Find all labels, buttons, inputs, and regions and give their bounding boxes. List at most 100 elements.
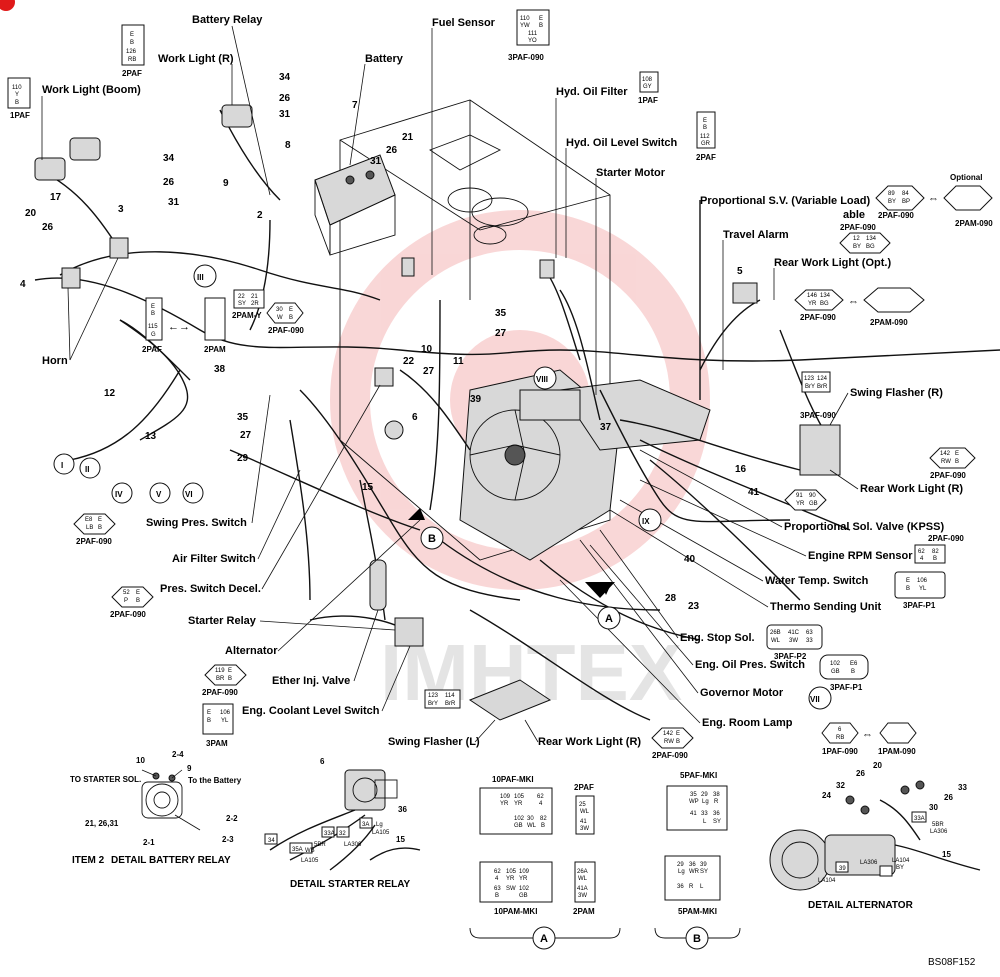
svg-text:123: 123 [428, 693, 439, 699]
swing-pres-switch-label: Swing Pres. Switch [146, 517, 247, 529]
alt-part-15: 15 [942, 850, 951, 859]
svg-text:142: 142 [663, 731, 674, 737]
relay-to-starter: TO STARTER SOL. [70, 775, 141, 784]
part-41: 41 [748, 487, 760, 498]
travel-alarm-body [732, 282, 758, 304]
svg-text:WL: WL [580, 809, 590, 815]
svg-text:102: 102 [519, 886, 530, 892]
alt-part-30: 30 [929, 803, 938, 812]
svg-text:YL: YL [919, 586, 927, 592]
connector-eng-stop-code: 3PAF-P2 [774, 652, 807, 661]
connector-engine-rpm: 62 4 82 B [914, 544, 946, 564]
svg-text:E: E [955, 451, 959, 457]
starter-part-5br: 5BR [314, 842, 326, 848]
roman-viii: VIII [536, 375, 548, 384]
arrow-a [585, 582, 615, 598]
svg-text:3W: 3W [578, 893, 587, 899]
detail-alternator: 20 24 32 26 30 26 33 33A 5BR LA306 15 LA… [769, 761, 981, 911]
relay-part-2-1: 2-1 [143, 838, 155, 847]
connector-travel-alarm-code: 2PAF-090 [840, 223, 876, 232]
svg-text:110: 110 [520, 16, 530, 22]
svg-text:E: E [136, 590, 140, 596]
part-21: 21 [402, 132, 414, 143]
pres-switch-body [374, 367, 394, 387]
starter-part-32: 32 [339, 831, 346, 837]
relay-part-2-2: 2-2 [226, 814, 238, 823]
svg-text:35: 35 [690, 792, 697, 798]
svg-text:E: E [98, 517, 102, 523]
svg-text:119: 119 [215, 668, 225, 674]
item-6-sensor [384, 420, 404, 440]
svg-text:B: B [207, 718, 211, 724]
part-26-d: 26 [42, 222, 54, 233]
alt-part-la104-b: LA104 [818, 878, 836, 884]
relay-part-2-3: 2-3 [222, 835, 234, 844]
roman-v: V [156, 490, 162, 499]
svg-text:134: 134 [866, 236, 877, 242]
alt-part-33: 33 [958, 783, 967, 792]
part-31-a: 31 [279, 109, 291, 120]
starter-part-3a: 3A [362, 822, 369, 828]
starter-part-34: 34 [268, 838, 275, 844]
connector-hyd-oil-filter: 108 GY 1PAF [638, 71, 659, 105]
relay-item-label: ITEM 2 [72, 855, 105, 866]
battery [314, 154, 396, 256]
part-8: 8 [285, 140, 291, 151]
connector-oil-pres-code: 3PAF-P1 [830, 683, 863, 692]
connector-horn: E B 115 G 2PAF ←→ 2PAM [142, 297, 226, 354]
connector-relay: 22 SY 21 2R 2PAM-Y 30 W E B 2PAF-090 [232, 289, 304, 335]
part-27-b: 27 [423, 366, 435, 377]
connector-rear-work-r-upper: 142 RW E B 2PAF-090 [929, 447, 976, 480]
connector-eng-stop: 26B WL 41C 3W 63 33 3PAF-P2 [766, 624, 823, 661]
alternator-label: Alternator [225, 645, 278, 657]
eng-oil-pres-switch-label: Eng. Oil Pres. Switch [695, 659, 805, 671]
svg-text:SY: SY [238, 301, 246, 307]
part-6: 6 [412, 412, 418, 423]
connector-kpss-code: 2PAF-090 [928, 534, 964, 543]
part-9: 9 [223, 178, 229, 189]
svg-text:WL: WL [527, 823, 537, 829]
connector-eng-room-lamp-code: 1PAF-090 [822, 747, 858, 756]
svg-text:BY: BY [888, 199, 896, 205]
part-13: 13 [145, 431, 157, 442]
svg-text:E: E [228, 668, 232, 674]
group-a-2paf-code: 2PAF [574, 783, 594, 792]
svg-text:RB: RB [128, 57, 136, 63]
alt-part-20: 20 [873, 761, 882, 770]
connector-water-temp-code: 3PAF-P1 [903, 601, 936, 610]
eng-stop-sol-label: Eng. Stop Sol. [680, 632, 755, 644]
connector-horn-pam-code: 2PAM [204, 345, 226, 354]
rear-work-light-r-lower-label: Rear Work Light (R) [538, 736, 641, 748]
svg-text:B: B [906, 586, 910, 592]
svg-text:GB: GB [831, 669, 840, 675]
connector-prop-sv-opt-code: 2PAM-090 [955, 219, 993, 228]
alt-part-24: 24 [822, 791, 831, 800]
starter-part-36: 36 [398, 805, 407, 814]
connector-rear-work-opt: 146 YR 134 BG 2PAF-090 ⇔ 2PAM-090 [794, 287, 925, 327]
svg-text:112: 112 [700, 134, 710, 140]
svg-text:90: 90 [809, 493, 816, 499]
svg-text:BG: BG [820, 301, 829, 307]
svg-text:123: 123 [804, 376, 815, 382]
starter-relay-label: Starter Relay [188, 615, 257, 627]
svg-text:84: 84 [902, 191, 909, 197]
svg-text:89: 89 [888, 191, 895, 197]
connector-group-b: 5PAF-MKI 35 WP 29 Lg 38 R 41 33 L 36 SY … [654, 771, 741, 950]
svg-text:YR: YR [506, 876, 515, 882]
relay-part-10: 10 [136, 756, 145, 765]
horn-label: Horn [42, 355, 68, 367]
svg-text:33: 33 [806, 638, 813, 644]
group-a-10pam-code: 10PAM-MKI [494, 907, 537, 916]
connector-travel-alarm: 12 BY 134 BG 2PAF-090 [839, 223, 891, 254]
part-22: 22 [403, 356, 415, 367]
svg-text:BrR: BrR [817, 384, 828, 390]
water-temp-switch-label: Water Temp. Switch [765, 575, 869, 587]
part-26-c: 26 [386, 145, 398, 156]
hyd-oil-filter-label: Hyd. Oil Filter [556, 86, 628, 98]
rear-work-light-opt-label: Rear Work Light (Opt.) [774, 257, 891, 269]
corner-marker [0, 0, 15, 11]
prop-sol-kpss-label: Proportional Sol. Valve (KPSS) [784, 521, 944, 533]
part-31-b: 31 [168, 197, 180, 208]
optional-label: Optional [950, 173, 982, 182]
svg-text:E8: E8 [85, 517, 93, 523]
